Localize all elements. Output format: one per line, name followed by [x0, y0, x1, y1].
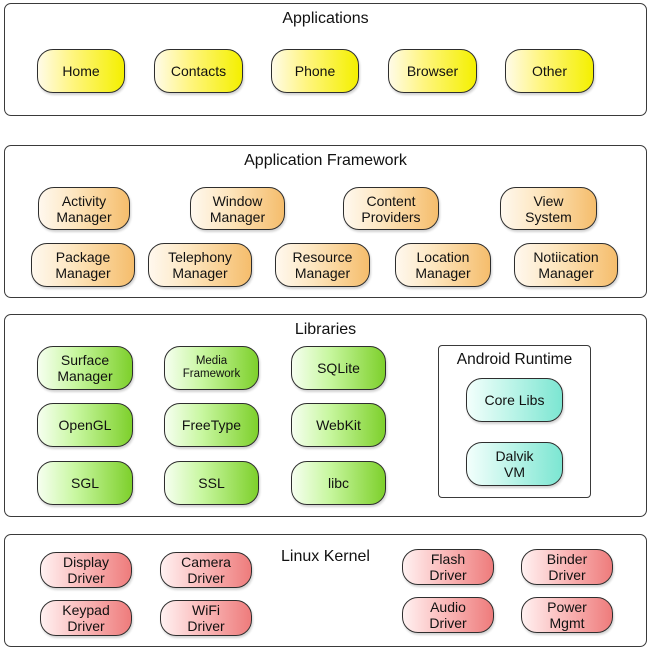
rt-dalvik-vm: Dalvik VM	[466, 442, 563, 486]
lib-libc: libc	[291, 461, 386, 505]
kernel-keypad-driver: Keypad Driver	[40, 600, 132, 636]
rt-core-libs: Core Libs	[466, 378, 563, 422]
lib-webkit: WebKit	[291, 403, 386, 447]
fw-package-manager: Package Manager	[31, 243, 135, 287]
lib-opengl: OpenGL	[37, 403, 133, 447]
fw-location-manager: Location Manager	[395, 243, 491, 287]
libraries-title: Libraries	[294, 321, 357, 338]
fw-resource-manager: Resource Manager	[275, 243, 370, 287]
applications-title: Applications	[282, 10, 369, 27]
app-phone: Phone	[271, 49, 359, 93]
fw-view-system: View System	[500, 187, 597, 230]
fw-window-manager: Window Manager	[190, 187, 285, 230]
fw-activity-manager: Activity Manager	[38, 187, 130, 230]
kernel-flash-driver: Flash Driver	[402, 549, 494, 585]
fw-telephony-manager: Telephony Manager	[148, 243, 252, 287]
app-browser: Browser	[388, 49, 477, 93]
fw-notification-manager: Notiication Manager	[514, 243, 618, 287]
kernel-display-driver: Display Driver	[40, 552, 132, 588]
lib-freetype: FreeType	[164, 403, 259, 447]
kernel-audio-driver: Audio Driver	[402, 597, 494, 633]
lib-media-framework: Media Framework	[164, 346, 259, 390]
kernel-wifi-driver: WiFi Driver	[160, 600, 252, 636]
fw-content-providers: Content Providers	[343, 187, 439, 230]
lib-ssl: SSL	[164, 461, 259, 505]
kernel-camera-driver: Camera Driver	[160, 552, 252, 588]
kernel-power-mgmt: Power Mgmt	[521, 597, 613, 633]
android-runtime-title: Android Runtime	[456, 351, 573, 368]
app-home: Home	[37, 49, 125, 93]
lib-surface-manager: Surface Manager	[37, 346, 133, 390]
kernel-title: Linux Kernel	[281, 548, 370, 565]
lib-sqlite: SQLite	[291, 346, 386, 390]
lib-sgl: SGL	[37, 461, 133, 505]
app-contacts: Contacts	[154, 49, 243, 93]
framework-title: Application Framework	[244, 152, 407, 169]
kernel-binder-driver: Binder Driver	[521, 549, 613, 585]
app-other: Other	[505, 49, 594, 93]
